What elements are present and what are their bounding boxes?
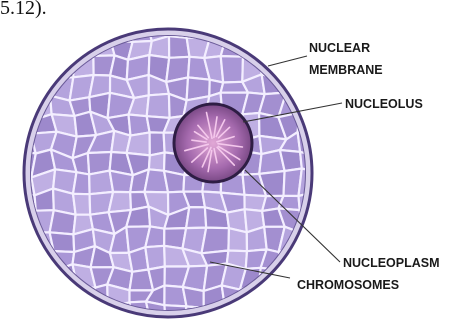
chromatin-cell: [228, 228, 247, 251]
nucleolus: [174, 104, 252, 182]
chromatin-cell: [147, 94, 170, 118]
chromatin-cell: [186, 207, 206, 228]
chromatin-cell: [73, 194, 90, 215]
chromatin-cell: [202, 228, 230, 254]
label-chromosomes: CHROMOSOMES: [297, 278, 399, 292]
chromatin-cell: [164, 171, 184, 193]
chromatin-cell: [149, 152, 165, 170]
label-nuclear: NUCLEAR: [309, 41, 370, 55]
chromatin-cell: [183, 287, 204, 308]
chromatin-cell: [109, 192, 131, 212]
label-membrane: MEMBRANE: [309, 63, 383, 77]
chromatin-cell: [127, 132, 150, 155]
label-nucleoplasm: NUCLEOPLASM: [343, 256, 440, 270]
chromatin-cell: [73, 172, 90, 194]
chromatin-cell: [110, 171, 133, 193]
chromatin-cell: [221, 56, 243, 82]
chromatin-cell: [280, 150, 302, 171]
leader-nuclear-membrane: [268, 56, 307, 66]
chromatin-cell: [50, 210, 76, 234]
chromatin-cell: [73, 153, 90, 174]
label-nucleolus: NUCLEOLUS: [345, 97, 423, 111]
figure-caption-fragment: 5.12).: [0, 0, 47, 19]
chromosomes-network: [12, 19, 323, 323]
